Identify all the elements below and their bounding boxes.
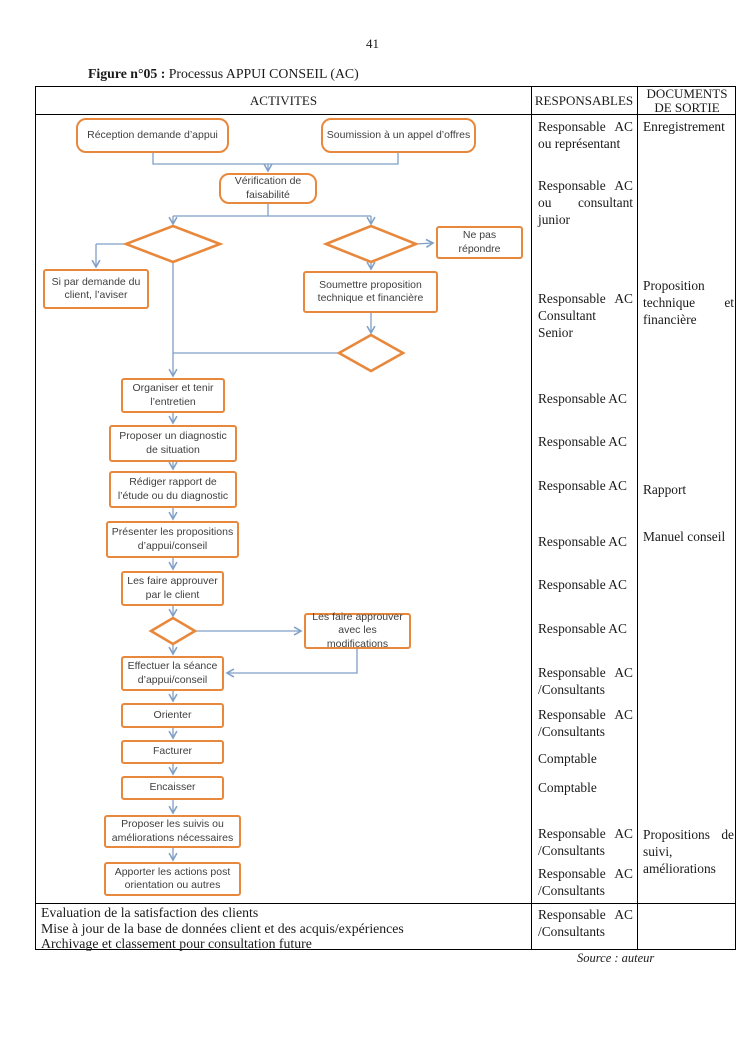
responsable-entry: Responsable AC: [538, 478, 627, 493]
responsable-entry: Responsable AC /Consultants: [538, 907, 633, 940]
header-bottom-rule: [36, 114, 735, 115]
responsable-entry: Responsable AC /Consultants: [538, 665, 633, 698]
node-suivis: Proposer les suivis ou améliorations néc…: [104, 815, 241, 848]
node-organiser: Organiser et tenir l’entretien: [121, 378, 225, 413]
responsable-entry: Responsable AC ou consultant junior: [538, 178, 633, 228]
node-approuver-client: Les faire approuver par le client: [121, 571, 224, 606]
responsable-entry: Responsable AC: [538, 621, 627, 636]
decision-diamond-left: [122, 224, 224, 264]
decision-diamond-proposal: [336, 333, 406, 373]
column-divider-2: [637, 87, 638, 949]
figure-label: Figure n°05 :: [88, 66, 166, 81]
responsable-entry: Comptable: [538, 780, 597, 795]
document-entry: Enregistrement: [643, 119, 725, 134]
node-presenter: Présenter les propositions d’appui/conse…: [106, 521, 239, 558]
source-caption: Source : auteur: [577, 951, 655, 965]
responsable-entry: Responsable AC /Consultants: [538, 826, 633, 859]
responsable-entry: Comptable: [538, 751, 597, 766]
document-entry: Manuel conseil: [643, 529, 726, 544]
figure-caption: Figure n°05 : Processus APPUI CONSEIL (A…: [88, 66, 359, 82]
node-apporter: Apporter les actions post orientation ou…: [104, 862, 241, 896]
node-ne-pas-repondre: Ne pas répondre: [436, 226, 523, 259]
node-diagnostic: Proposer un diagnostic de situation: [109, 425, 237, 462]
node-si-demande: Si par demande du client, l’aviser: [43, 269, 149, 309]
responsable-entry: Responsable AC ou représentant: [538, 119, 633, 152]
responsable-entry: Responsable AC /Consultants: [538, 866, 633, 899]
node-orienter: Orienter: [121, 703, 224, 728]
node-reception: Réception demande d’appui: [76, 118, 229, 153]
document-entry: Propositions de suivi, améliorations: [643, 827, 734, 877]
node-soumettre: Soumettre proposition technique et finan…: [303, 271, 438, 313]
node-encaisser: Encaisser: [121, 776, 224, 800]
footer-top-rule: [36, 903, 735, 904]
responsable-entry: Responsable AC: [538, 391, 627, 406]
connector-lines: [91, 153, 435, 862]
node-verification: Vérification de faisabilité: [219, 173, 317, 204]
node-rediger: Rédiger rapport de l’étude ou du diagnos…: [109, 471, 237, 508]
responsable-entry: Responsable AC Consultant Senior: [538, 291, 633, 341]
node-facturer: Facturer: [121, 740, 224, 764]
header-documents: DOCUMENTS DE SORTIE: [646, 85, 728, 115]
document-entry: Rapport: [643, 482, 687, 497]
decision-diamond-approval: [148, 616, 198, 646]
header-activities: ACTIVITES: [249, 92, 318, 108]
node-effectuer: Effectuer la séance d’appui/conseil: [121, 656, 224, 691]
document-entry: Proposition technique et financière: [643, 278, 734, 328]
decision-diamond-right: [322, 224, 420, 264]
figure-title: Processus APPUI CONSEIL (AC): [165, 66, 359, 81]
flowchart: Réception demande d’appui Soumission à u…: [36, 114, 531, 903]
header-responsables: RESPONSABLES: [534, 92, 634, 108]
process-table: ACTIVITES RESPONSABLES DOCUMENTS DE SORT…: [35, 85, 736, 952]
responsable-entry: Responsable AC: [538, 577, 627, 592]
responsable-entry: Responsable AC: [538, 434, 627, 449]
responsable-entry: Responsable AC: [538, 534, 627, 549]
page-number: 41: [366, 36, 379, 51]
column-divider-1: [531, 87, 532, 949]
node-soumission: Soumission à un appel d’offres: [321, 118, 476, 153]
responsable-entry: Responsable AC /Consultants: [538, 707, 633, 740]
footer-activities-text: Evaluation de la satisfaction des client…: [41, 905, 404, 952]
node-approuver-modifs: Les faire approuver avec les modificatio…: [304, 611, 411, 650]
